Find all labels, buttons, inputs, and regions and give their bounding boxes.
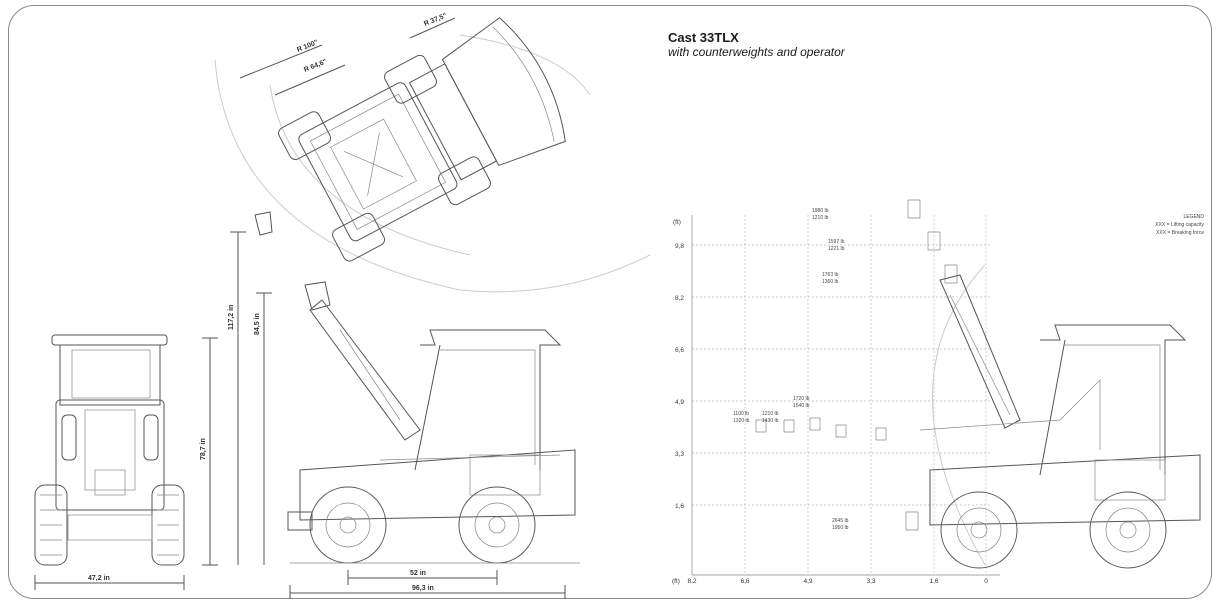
turning-radius-mid: R 64,6" xyxy=(303,58,328,73)
turning-arc-top xyxy=(459,34,591,96)
side-length-dimension: 96,3 in xyxy=(412,585,434,592)
svg-text:1597 lb: 1597 lb xyxy=(828,239,845,245)
x-tick-1: 8,2 xyxy=(687,578,696,585)
load-point-1: 1100 lb 1320 lb xyxy=(733,411,767,433)
load-chart: (ft) (ft) 9,8 8,2 6,6 4,9 3,3 1,6 8,2 6,… xyxy=(672,199,1204,585)
svg-text:1100 lb: 1100 lb xyxy=(733,411,749,417)
y-tick-5: 3,3 xyxy=(675,451,684,458)
y-tick-3: 6,6 xyxy=(675,347,684,354)
side-view: 117,2 in 84,5 in 52 in 96,3 in xyxy=(228,211,580,599)
front-view: 47,2 in 78,7 in xyxy=(34,334,218,590)
top-view-loader xyxy=(278,17,566,262)
x-tick-5: 1,6 xyxy=(929,578,938,585)
svg-text:1763 lb: 1763 lb xyxy=(822,272,839,278)
x-tick-6: 0 xyxy=(984,578,988,585)
svg-text:1980 lb: 1980 lb xyxy=(812,208,829,214)
load-point-3: 1720 lb 1540 lb xyxy=(793,396,887,441)
side-max-height-dimension: 117,2 in xyxy=(228,305,235,330)
load-point-6: 1763 lb 1360 lb xyxy=(822,264,958,285)
chart-vertical-grid xyxy=(744,215,987,575)
model-subtitle: with counterweights and operator xyxy=(668,45,845,59)
svg-text:1540 lb: 1540 lb xyxy=(793,403,810,409)
svg-text:1430 lb: 1430 lb xyxy=(762,418,779,424)
x-tick-3: 4,9 xyxy=(803,578,812,585)
top-view: R 100" R 64,6" R 37,5" xyxy=(214,12,651,293)
svg-text:1210 lb: 1210 lb xyxy=(762,411,779,417)
turning-radius-outer: R 100" xyxy=(296,39,319,54)
lift-path-arc xyxy=(932,264,986,566)
model-title: Cast 33TLX xyxy=(668,30,739,45)
load-point-5: 1597 lb 1221 lb xyxy=(828,231,941,252)
chart-x-unit: (ft) xyxy=(672,578,680,585)
turning-arc-outer xyxy=(214,59,651,293)
svg-text:1950 lb: 1950 lb xyxy=(832,525,849,531)
chart-horizontal-grid xyxy=(692,244,990,506)
x-tick-4: 3,3 xyxy=(866,578,875,585)
svg-text:1360 lb: 1360 lb xyxy=(822,279,839,285)
svg-text:1320 lb: 1320 lb xyxy=(733,418,750,424)
chart-loader-drawing xyxy=(919,274,1201,569)
legend-lifting-capacity: XXX = Lifting capacity xyxy=(1155,222,1204,228)
y-tick-1: 9,8 xyxy=(675,243,684,250)
load-point-4: 1980 lb 1210 lb xyxy=(812,199,921,221)
svg-text:1221 lb: 1221 lb xyxy=(828,246,845,252)
svg-text:2645 lb: 2645 lb xyxy=(832,518,849,524)
svg-text:1210 lb: 1210 lb xyxy=(812,215,829,221)
drawing-frame xyxy=(8,5,1212,599)
svg-text:1720 lb: 1720 lb xyxy=(793,396,810,402)
y-tick-4: 4,9 xyxy=(675,399,684,406)
load-point-7: 2645 lb 1950 lb xyxy=(832,511,919,531)
front-width-dimension: 47,2 in xyxy=(88,575,110,582)
turning-angle: R 37,5" xyxy=(423,12,448,27)
front-height-dimension: 78,7 in xyxy=(200,438,207,460)
legend-breaking-force: XXX = Breaking force xyxy=(1156,230,1204,236)
chart-y-unit: (ft) xyxy=(673,219,681,226)
load-point-2: 1210 lb 1430 lb xyxy=(762,411,795,433)
side-wheelbase-dimension: 52 in xyxy=(410,570,426,577)
legend-title: LEGEND xyxy=(1183,214,1204,220)
turning-arc-mid xyxy=(269,84,471,256)
y-tick-6: 1,6 xyxy=(675,503,684,510)
y-tick-2: 8,2 xyxy=(675,295,684,302)
side-pin-height-dimension: 84,5 in xyxy=(254,313,261,335)
x-tick-2: 6,6 xyxy=(740,578,749,585)
